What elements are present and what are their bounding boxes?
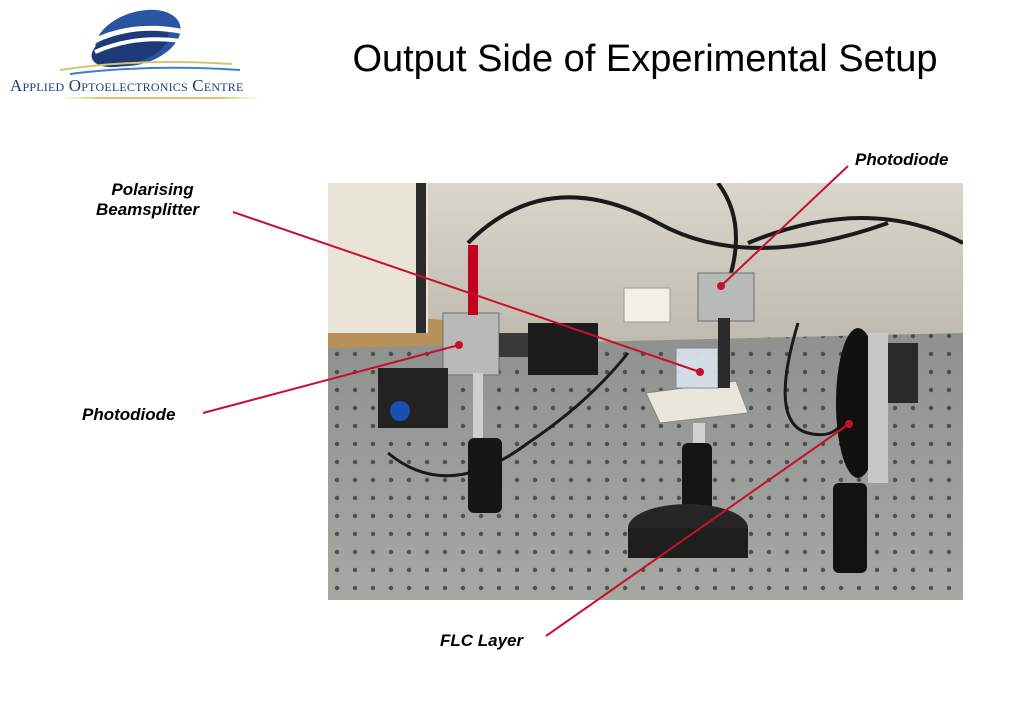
label-polarising-beamsplitter: Polarising Beamsplitter — [96, 180, 199, 220]
logo-underline — [60, 97, 260, 99]
logo: Applied Optoelectronics Centre — [0, 0, 300, 110]
logo-text: Applied Optoelectronics Centre — [10, 76, 244, 95]
label-photodiode-left: Photodiode — [82, 405, 176, 424]
globe-swoosh-icon — [59, 9, 241, 75]
label-flc-layer: FLC Layer — [440, 631, 524, 650]
beamsplitter-line2: Beamsplitter — [96, 200, 199, 219]
experimental-setup-photo — [328, 183, 963, 600]
page-title: Output Side of Experimental Setup — [352, 38, 938, 80]
beamsplitter-line1: Polarising — [111, 180, 194, 199]
label-photodiode-top: Photodiode — [855, 150, 949, 169]
